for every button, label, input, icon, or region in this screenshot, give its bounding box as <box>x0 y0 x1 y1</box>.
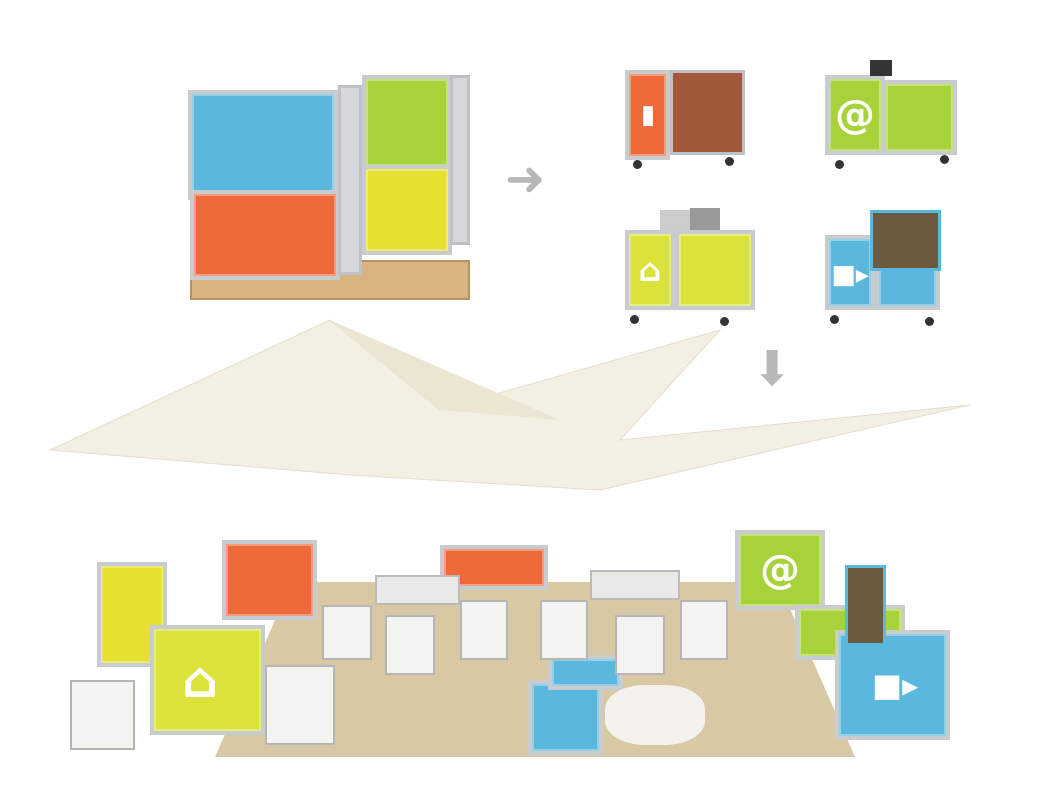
chair <box>680 600 728 660</box>
case-panel <box>625 70 670 160</box>
laptop <box>660 210 690 230</box>
case-panel <box>675 230 755 310</box>
chair <box>385 615 435 675</box>
case-yellow <box>362 165 452 255</box>
case-panel <box>670 70 745 155</box>
tablet <box>870 60 892 76</box>
module-home: ⌂ <box>620 205 760 330</box>
wheel <box>835 160 844 169</box>
stacked-cases-group <box>150 60 480 320</box>
wheel <box>633 160 642 169</box>
chair <box>615 615 665 675</box>
table-right <box>590 570 680 600</box>
table-left <box>375 575 460 605</box>
sail-shade <box>48 319 971 491</box>
wheel <box>940 155 949 164</box>
at-sign-icon: @ <box>760 547 800 593</box>
cushions <box>605 685 705 745</box>
chair <box>265 665 335 745</box>
home-icon: ⌂ <box>638 251 662 289</box>
blue-small-case <box>528 680 603 755</box>
screen <box>845 565 886 646</box>
video-camera-icon: ■▸ <box>871 666 919 704</box>
home-icon: ⌂ <box>182 651 218 709</box>
case-frame <box>338 85 362 275</box>
case-orange <box>190 190 340 280</box>
wheel <box>720 317 729 326</box>
case-blue <box>188 90 338 200</box>
blue-low-case <box>548 655 623 690</box>
yellow-home-module <box>150 625 265 735</box>
chair <box>540 600 588 660</box>
module-internet: @ <box>820 60 960 175</box>
arrow-right-icon: ➜ <box>505 151 546 207</box>
wheel <box>725 157 734 166</box>
wheel <box>830 315 839 324</box>
case-panel <box>625 230 675 310</box>
case-panel <box>825 235 875 310</box>
arrow-down-icon: ⬇ <box>752 341 793 397</box>
chair <box>322 605 372 660</box>
wheel <box>630 315 639 324</box>
at-sign-icon: @ <box>835 92 875 138</box>
blue-video-module <box>835 630 950 740</box>
chair <box>70 680 135 750</box>
laptop <box>690 208 720 230</box>
case-green <box>362 75 452 170</box>
case-frame-right <box>450 75 470 245</box>
screen <box>870 210 941 271</box>
book-icon: ▮ <box>640 100 656 130</box>
module-video: ■▸ <box>820 205 945 330</box>
case-panel <box>825 75 885 155</box>
video-camera-icon: ■▸ <box>831 260 869 290</box>
green-internet-module <box>735 530 825 610</box>
module-library: ▮ <box>625 65 745 170</box>
orange-bookcase <box>222 540 317 620</box>
case-panel <box>882 80 957 155</box>
chair <box>460 600 508 660</box>
wheel <box>925 317 934 326</box>
